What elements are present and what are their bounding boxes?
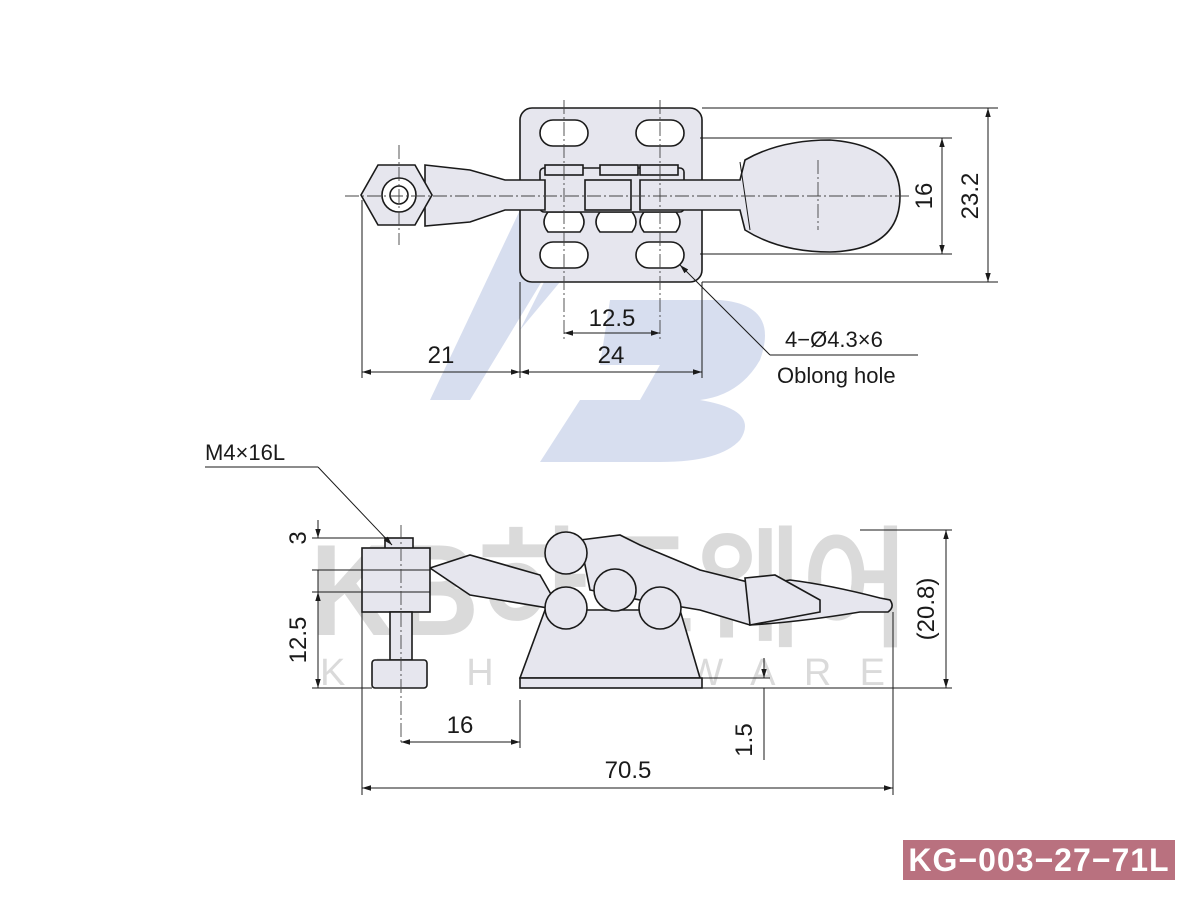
dim-16-top: 16 xyxy=(911,183,938,210)
dim-1-5: 1.5 xyxy=(731,723,758,756)
hole-type-label: Oblong hole xyxy=(777,363,896,388)
part-code-badge: KG−003−27−71L xyxy=(903,840,1175,880)
spindle-tip xyxy=(371,659,428,689)
bolt-spec-label: M4×16L xyxy=(205,440,285,465)
dim-24: 24 xyxy=(598,342,625,369)
spindle-nut xyxy=(361,547,431,613)
dim-12-5-top: 12.5 xyxy=(589,305,636,332)
dim-21: 21 xyxy=(428,342,455,369)
hole-spec-label: 4−Ø4.3×6 xyxy=(785,327,883,352)
top-view: 12.5 21 24 16 23.2 4−Ø4.3×6 Oblong hole xyxy=(345,100,998,388)
clamp-arm xyxy=(424,164,546,227)
dim-16-side: 16 xyxy=(447,712,474,739)
dim-20-8: (20.8) xyxy=(913,578,940,641)
dim-12-5-side: 12.5 xyxy=(285,617,312,664)
dim-3: 3 xyxy=(285,531,312,544)
dim-23-2: 23.2 xyxy=(957,173,984,220)
side-view: M4×16L 3 12.5 (20.8) 1.5 16 70.5 xyxy=(205,440,952,795)
dim-70-5: 70.5 xyxy=(605,757,652,784)
